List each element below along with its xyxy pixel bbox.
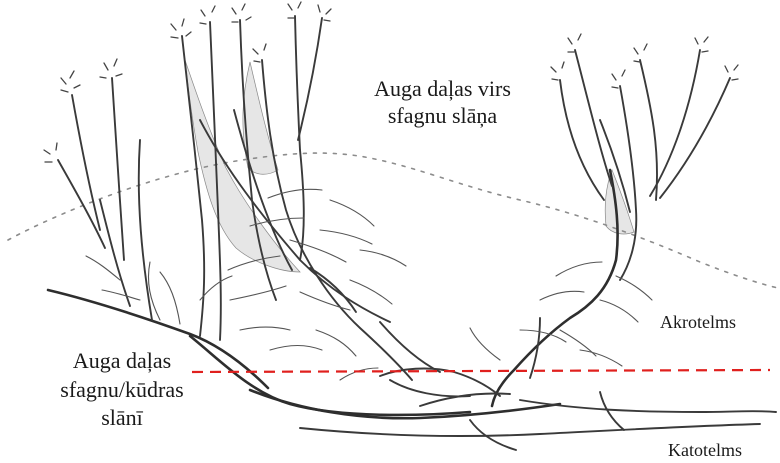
label-below-line2: sfagnu/kūdras [4,376,240,405]
label-acrotelm: Akrotelms [660,312,736,334]
label-below-line3: slānī [4,404,240,433]
lower-root-mass [250,369,776,450]
label-above-sphagnum: Auga daļas virs sfagnu slāņa [325,76,560,130]
acrotelm-catotelm-boundary [192,370,770,372]
label-in-sphagnum-peat: Auga daļas sfagnu/kūdras slānī [4,347,240,433]
label-above-line2: sfagnu slāņa [325,103,560,130]
label-catotelm: Katotelms [668,440,742,462]
label-above-line1: Auga daļas virs [325,76,560,103]
label-below-line1: Auga daļas [4,347,240,376]
